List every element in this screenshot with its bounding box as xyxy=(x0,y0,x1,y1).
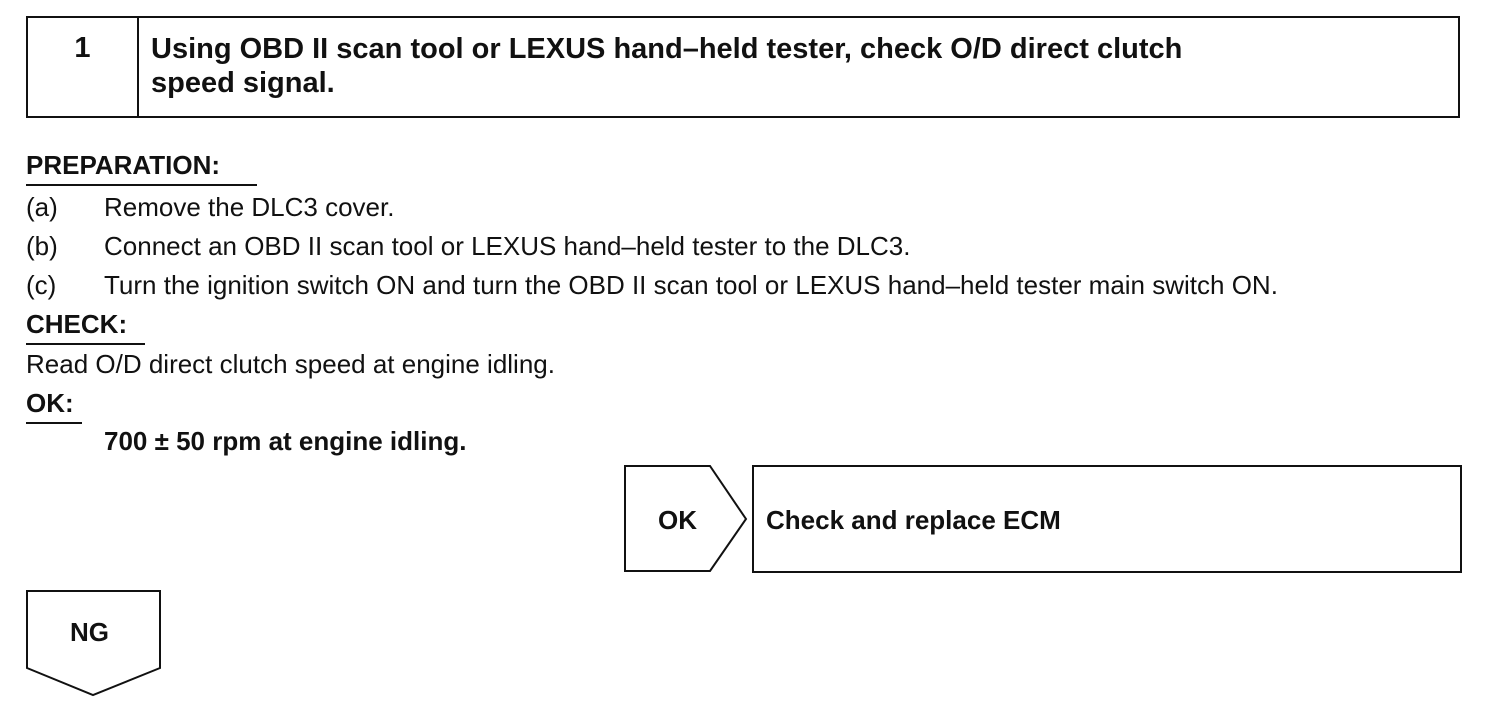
ok-action-box xyxy=(752,465,1462,573)
preparation-item-a: (a) Remove the DLC3 cover. xyxy=(26,192,394,222)
step-title-line-1: Using OBD II scan tool or LEXUS hand–hel… xyxy=(151,33,1183,65)
preparation-item-b: (b) Connect an OBD II scan tool or LEXUS … xyxy=(26,231,910,261)
item-text: Connect an OBD II scan tool or LEXUS han… xyxy=(104,231,911,261)
ok-heading: OK: xyxy=(26,388,74,418)
item-text: Remove the DLC3 cover. xyxy=(104,192,395,222)
ok-arrow-shape xyxy=(624,465,748,572)
preparation-item-c: (c) Turn the ignition switch ON and turn … xyxy=(26,270,1278,300)
item-text: Turn the ignition switch ON and turn the… xyxy=(104,270,1278,300)
preparation-underline xyxy=(26,184,257,186)
step-title: Using OBD II scan tool or LEXUS hand–hel… xyxy=(139,18,1182,116)
item-label: (c) xyxy=(26,270,57,300)
preparation-heading: PREPARATION: xyxy=(26,150,221,180)
check-underline xyxy=(26,343,145,345)
ng-arrow-shape xyxy=(26,590,161,697)
ok-underline xyxy=(26,422,82,424)
check-text: Read O/D direct clutch speed at engine i… xyxy=(26,349,555,379)
step-number: 1 xyxy=(28,18,139,116)
ok-spec: 700 ± 50 rpm at engine idling. xyxy=(104,426,467,456)
step-title-line-2: speed signal. xyxy=(151,67,335,99)
ok-action-text: Check and replace ECM xyxy=(766,505,1061,535)
ok-arrow-label: OK xyxy=(658,505,697,535)
item-label: (b) xyxy=(26,231,58,261)
item-label: (a) xyxy=(26,192,58,222)
step-header: 1 Using OBD II scan tool or LEXUS hand–h… xyxy=(26,16,1460,118)
check-heading: CHECK: xyxy=(26,309,128,339)
ng-arrow-label: NG xyxy=(70,617,109,647)
